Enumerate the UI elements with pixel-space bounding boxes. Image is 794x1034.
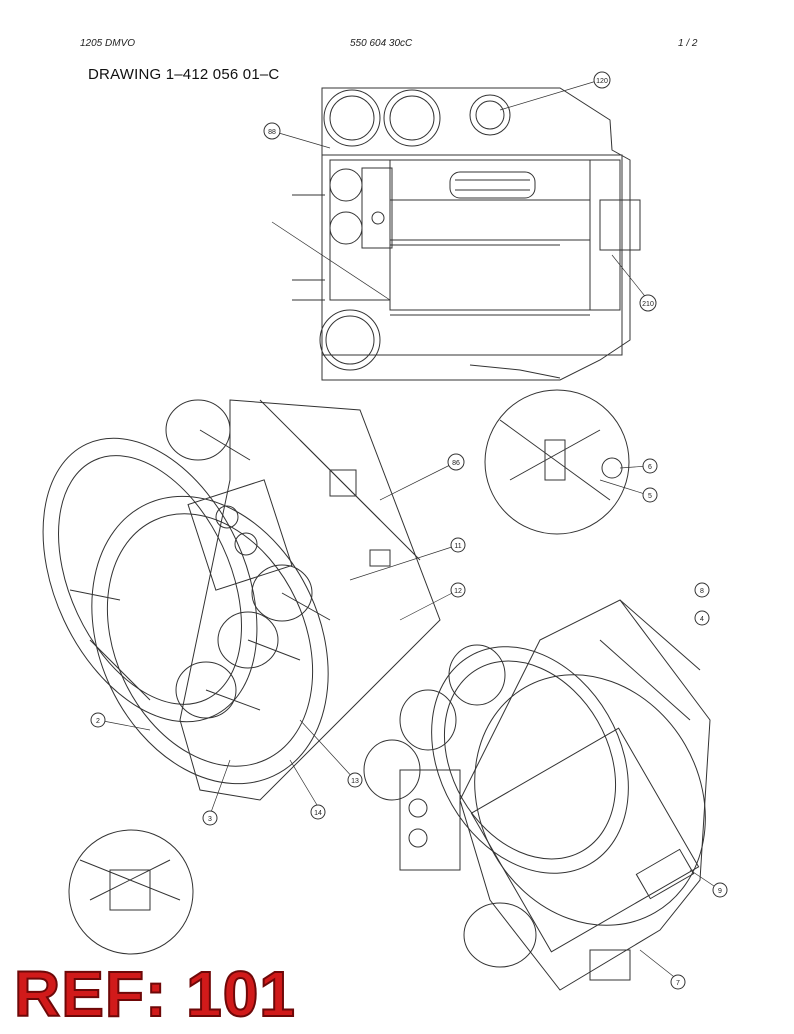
right-isometric-view (363, 599, 711, 991)
svg-text:2: 2 (96, 718, 100, 725)
top-view (292, 87, 641, 381)
svg-text:210: 210 (642, 301, 654, 308)
callout-bubble: 4 (694, 610, 710, 626)
leader-lines (97, 79, 721, 981)
callout-bubble: 8 (694, 582, 710, 598)
callout-bubble: 5 (642, 487, 658, 503)
callout-bubble: 86 (447, 453, 465, 471)
callout-bubble: 9 (712, 882, 728, 898)
reference-stamp: REF: 101 (13, 958, 296, 1030)
callout-bubble: 14 (310, 804, 326, 820)
detail-view-b (68, 829, 194, 955)
svg-text:8: 8 (700, 588, 704, 595)
detail-view-a (484, 389, 630, 535)
callout-bubble: 120 (593, 71, 611, 89)
left-isometric-view (42, 399, 441, 801)
svg-text:88: 88 (268, 129, 276, 136)
part-number: 550 604 30cC (350, 38, 413, 49)
callout-bubble: 3 (202, 810, 218, 826)
callouts: 120 88 210 86 6 5 11 12 13 3 14 2 8 4 9 … (90, 71, 728, 990)
page-number: 1 / 2 (678, 38, 698, 49)
svg-text:3: 3 (208, 816, 212, 823)
drawing-title: DRAWING 1–412 056 01–C (88, 66, 280, 83)
document-id: 1205 DMVO (80, 38, 136, 49)
callout-bubble: 11 (450, 537, 466, 553)
svg-text:6: 6 (648, 464, 652, 471)
svg-text:12: 12 (454, 588, 462, 595)
callout-bubble: 88 (263, 122, 281, 140)
callout-bubble: 7 (670, 974, 686, 990)
svg-text:9: 9 (718, 888, 722, 895)
callout-bubble: 2 (90, 712, 106, 728)
svg-text:11: 11 (454, 543, 461, 550)
svg-text:120: 120 (596, 78, 608, 85)
svg-text:4: 4 (700, 616, 704, 623)
svg-text:13: 13 (351, 778, 359, 785)
callout-bubble: 13 (347, 772, 363, 788)
callout-bubble: 210 (639, 294, 657, 312)
callout-bubble: 6 (642, 458, 658, 474)
svg-text:5: 5 (648, 493, 652, 500)
svg-text:7: 7 (676, 980, 680, 987)
svg-text:86: 86 (452, 460, 460, 467)
svg-text:14: 14 (314, 810, 322, 817)
callout-bubble: 12 (450, 582, 466, 598)
